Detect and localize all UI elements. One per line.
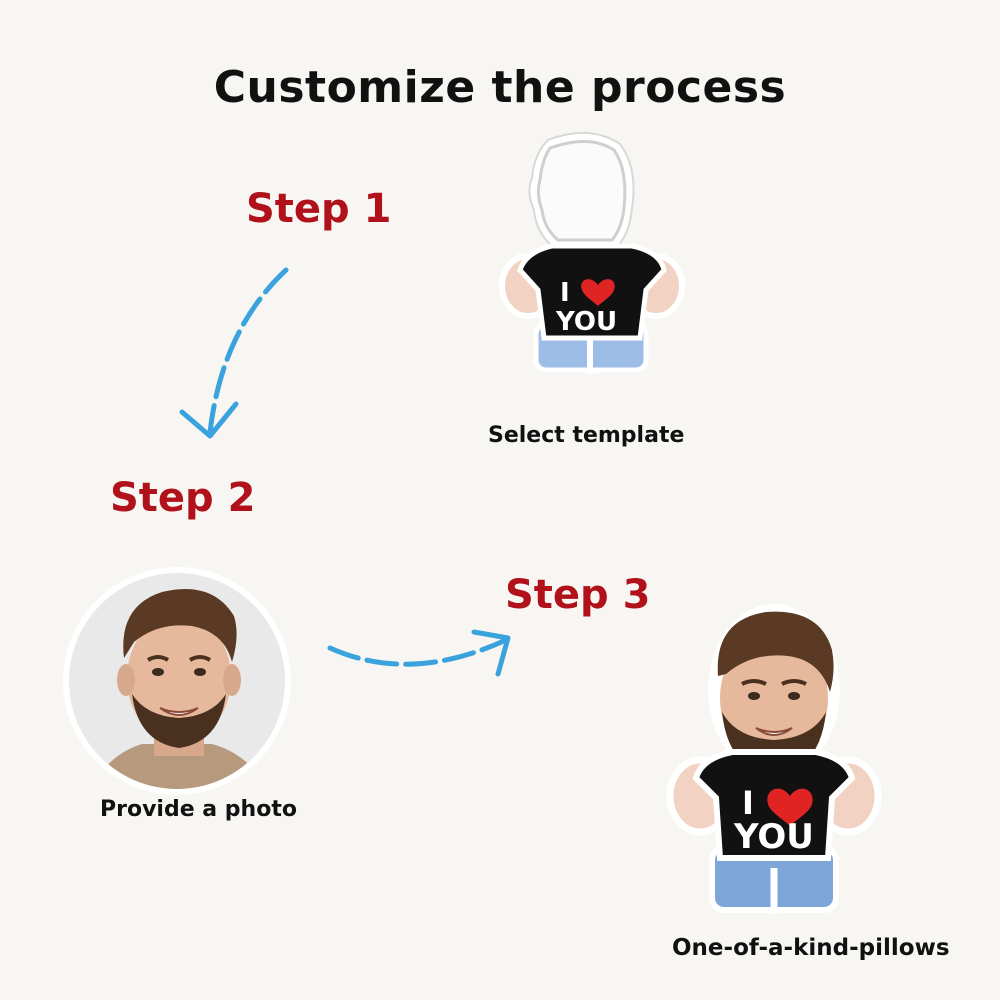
step-1-caption: Select template: [488, 423, 685, 448]
shirt-text-you: YOU: [733, 817, 814, 857]
step-1-label: Step 1: [246, 186, 392, 232]
portrait-photo: [63, 567, 291, 795]
step-3-caption: One-of-a-kind-pillows: [672, 935, 950, 961]
shirt-text-i: I: [560, 278, 570, 308]
step-2-caption: Provide a photo: [100, 797, 297, 822]
page-title: Customize the process: [213, 62, 787, 113]
step-2-label: Step 2: [110, 475, 256, 521]
custom-pillow-image: I YOU: [666, 604, 882, 914]
heart-icon: [767, 788, 813, 826]
shirt-text-i: I: [742, 784, 754, 822]
template-pillow-image: I YOU: [499, 131, 685, 374]
step-3-label: Step 3: [505, 572, 651, 618]
shirt-text-you: YOU: [555, 307, 617, 337]
heart-icon: [581, 279, 615, 306]
